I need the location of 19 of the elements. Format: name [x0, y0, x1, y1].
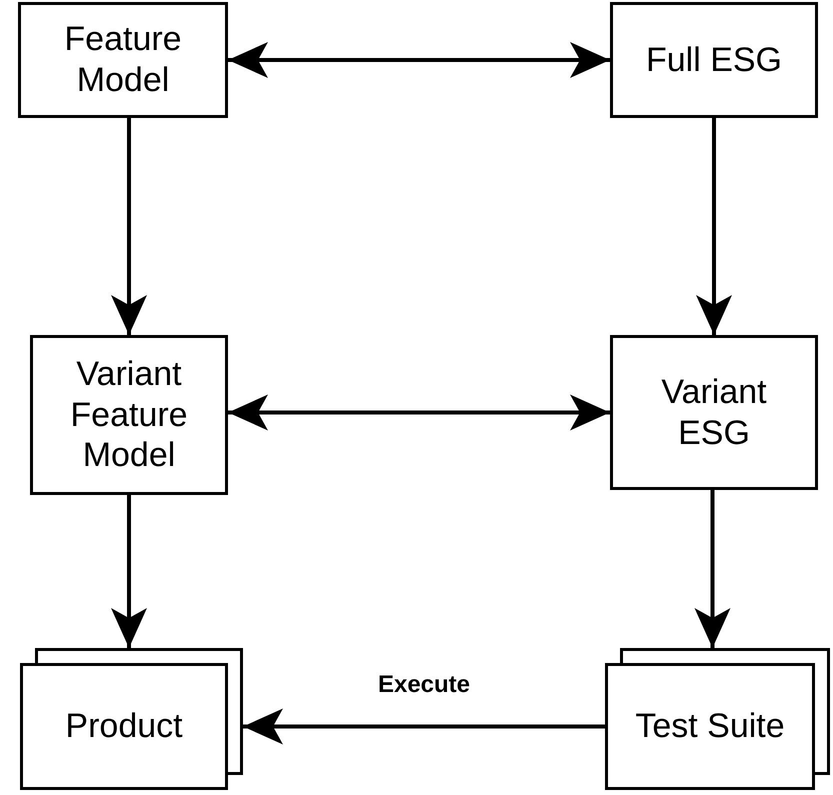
arrow: [228, 42, 610, 78]
process-box: [30, 335, 228, 495]
node-label: Test Suite: [635, 706, 785, 747]
stacked-document-box: [605, 648, 830, 790]
arrow: [243, 708, 605, 744]
node-label: Variant ESG: [660, 372, 768, 454]
arrow: [111, 118, 147, 335]
node-label: Feature Model: [63, 19, 183, 101]
node-label: Variant Feature Model: [69, 354, 189, 476]
arrow: [111, 495, 147, 648]
process-box: [18, 2, 228, 118]
arrow: [228, 394, 610, 430]
arrow: [694, 490, 730, 648]
node-label: Product: [65, 706, 183, 747]
stacked-document-box: [20, 648, 243, 790]
node-label: Full ESG: [646, 40, 782, 80]
arrow: [696, 118, 732, 335]
process-box: [610, 335, 818, 490]
process-box: [610, 2, 818, 118]
